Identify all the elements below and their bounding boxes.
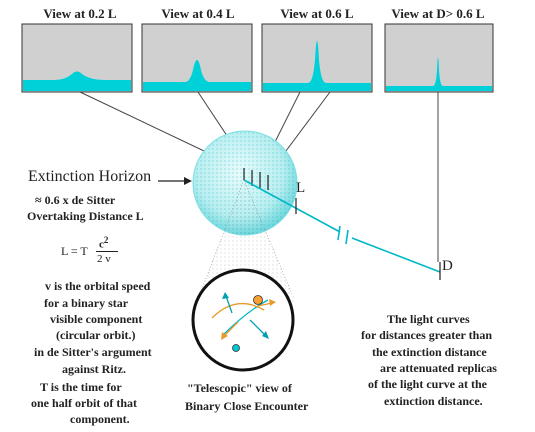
panel-4-light-curve	[384, 23, 494, 93]
v-desc-line4: (circular orbit.)	[56, 328, 136, 342]
t-desc-line1: T is the time for	[40, 380, 122, 394]
v-desc-line1: v is the orbital speed	[45, 279, 151, 293]
horizon-approx-line2: Overtaking Distance L	[27, 209, 144, 223]
horizon-arrow	[158, 177, 192, 185]
label-D: D	[442, 258, 453, 274]
line-of-sight	[243, 179, 441, 280]
telescopic-cone	[196, 179, 296, 302]
formula-fraction-bar	[96, 251, 118, 252]
formula-lhs: L = T	[61, 244, 88, 258]
panel-2-title: View at 0.4 L	[161, 6, 235, 21]
distance-markers	[243, 168, 269, 190]
formula-denominator: 2 v	[97, 253, 111, 265]
panel-3-light-curve	[261, 23, 373, 93]
t-desc-line3: component.	[70, 412, 130, 426]
telescopic-view	[191, 268, 295, 372]
panel-4-title: View at D> 0.6 L	[391, 6, 485, 21]
v-desc-line2: for a binary star	[44, 296, 129, 310]
light-curve-note-line2: for distances greater than	[361, 328, 492, 342]
telescopic-caption-line2: Binary Close Encounter	[185, 399, 309, 413]
orange-star-icon	[253, 295, 263, 305]
v-desc-line3: visible component	[50, 312, 143, 326]
horizon-approx-line1: ≈ 0.6 x de Sitter	[35, 193, 116, 207]
panel-3-title: View at 0.6 L	[280, 6, 354, 21]
cyan-star-icon	[232, 344, 240, 352]
v-desc-line6: against Ritz.	[62, 362, 126, 376]
light-curve-note-line4: are attenuated replicas	[380, 361, 497, 375]
label-L: L	[296, 180, 306, 196]
light-curve-note-line5: of the light curve at the	[368, 377, 487, 391]
v-desc-line5: in de Sitter's argument	[34, 345, 152, 359]
telescopic-caption-line1: "Telescopic" view of	[187, 381, 292, 395]
panel-1-title: View at 0.2 L	[43, 6, 117, 21]
horizon-title: Extinction Horizon	[28, 168, 152, 185]
light-curve-note-line6: extinction distance.	[384, 394, 483, 408]
light-curve-note-line1: The light curves	[387, 312, 470, 326]
formula-numerator: c2	[99, 235, 109, 251]
t-desc-line2: one half orbit of that	[31, 396, 137, 410]
light-curve-note-line3: the extinction distance	[372, 345, 487, 359]
panel-2-light-curve	[141, 23, 253, 93]
panel-1-light-curve	[21, 23, 133, 93]
